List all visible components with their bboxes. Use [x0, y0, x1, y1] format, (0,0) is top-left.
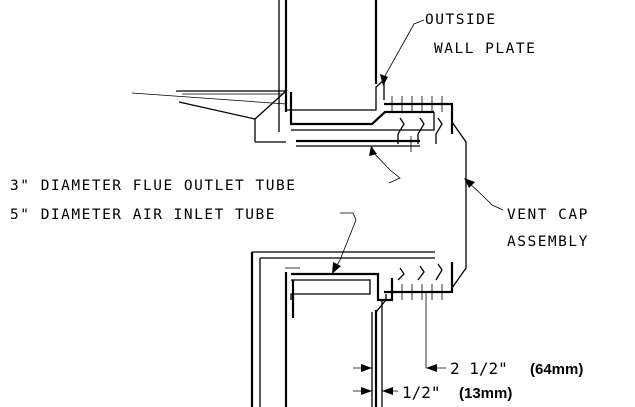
vent-cap-label-2: ASSEMBLY	[507, 234, 589, 250]
text-labels: OUTSIDE WALL PLATE 3" DIAMETER FLUE OUTL…	[10, 12, 589, 402]
vent-cap-label-1: VENT CAP	[507, 207, 589, 223]
dimension-outer-value: 2 1/2"	[450, 359, 508, 378]
lower-wall-section	[250, 251, 435, 407]
upper-wall-section	[278, 0, 385, 132]
dimension-outer-metric: (64mm)	[530, 361, 583, 378]
flue-outlet-label: 3" DIAMETER FLUE OUTLET TUBE	[10, 178, 296, 194]
outside-wall-plate-label-2: WALL PLATE	[434, 41, 536, 57]
leader-lines	[332, 19, 504, 274]
lower-vent-cap	[384, 262, 454, 368]
upper-vent-cap	[384, 96, 467, 289]
dimension-inner-metric: (13mm)	[459, 385, 512, 402]
dimension-inner-value: 1/2"	[402, 383, 441, 402]
air-inlet-label: 5" DIAMETER AIR INLET TUBE	[10, 207, 276, 223]
dimension-lines	[353, 364, 446, 395]
flue-outlet-tube	[289, 92, 435, 152]
outside-wall-plate-label-1: OUTSIDE	[425, 12, 497, 28]
sill-flashing	[131, 90, 288, 143]
